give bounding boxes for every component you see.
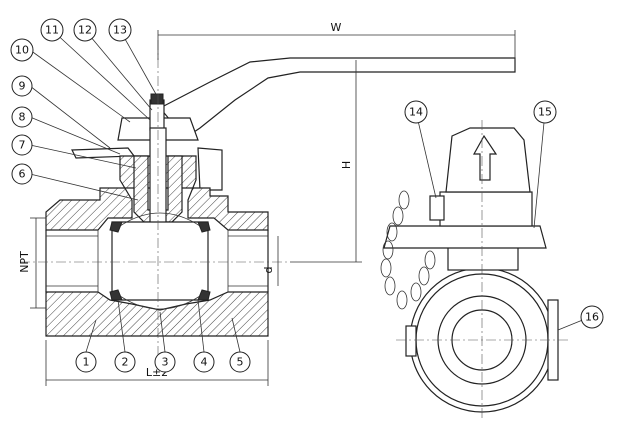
leader-lines (29, 29, 591, 353)
svg-text:7: 7 (19, 139, 26, 152)
svg-text:14: 14 (409, 106, 423, 119)
svg-text:2: 2 (122, 356, 129, 369)
svg-text:16: 16 (585, 311, 599, 324)
seat-upper-right (197, 221, 211, 233)
section-view (20, 40, 516, 370)
dimensions: W H NPT d L±2 (18, 21, 516, 386)
cover-plate (383, 225, 547, 249)
callout-7: 7 (11, 134, 33, 156)
dim-d: d (262, 267, 275, 274)
dim-npt: NPT (18, 251, 31, 273)
seat-lower-left (109, 289, 123, 301)
callout-1: 1 (75, 351, 97, 373)
svg-text:10: 10 (15, 44, 29, 57)
stem-section (133, 155, 183, 223)
dim-h: H (340, 161, 353, 169)
callout-2: 2 (114, 351, 136, 373)
svg-text:12: 12 (78, 24, 92, 37)
chain (380, 190, 436, 310)
svg-text:4: 4 (201, 356, 208, 369)
stem-nut (150, 93, 164, 105)
svg-text:1: 1 (83, 356, 90, 369)
arrow-icon (472, 134, 498, 181)
callout-10: 10 (10, 38, 34, 62)
callout-5: 5 (229, 351, 251, 373)
svg-text:5: 5 (237, 356, 244, 369)
svg-text:3: 3 (162, 356, 169, 369)
seat-lower-right (197, 289, 211, 301)
side-view (380, 120, 570, 420)
callout-14: 14 (404, 100, 428, 124)
callout-9: 9 (11, 75, 33, 97)
seat-upper-left (109, 221, 123, 233)
callout-15: 15 (533, 100, 557, 124)
svg-text:11: 11 (45, 24, 59, 37)
callout-3: 3 (154, 351, 176, 373)
svg-text:13: 13 (113, 24, 127, 37)
svg-text:9: 9 (19, 80, 26, 93)
svg-text:15: 15 (538, 106, 552, 119)
body-upper (45, 155, 269, 231)
callout-11: 11 (40, 18, 64, 42)
callout-16: 16 (580, 305, 604, 329)
svg-text:6: 6 (19, 168, 26, 181)
dim-w: W (331, 21, 342, 34)
callout-12: 12 (73, 18, 97, 42)
callout-4: 4 (193, 351, 215, 373)
ball-bore (111, 221, 209, 301)
handle-lever (159, 57, 516, 139)
callout-8: 8 (11, 106, 33, 128)
callout-6: 6 (11, 163, 33, 185)
lock-tab (197, 147, 223, 191)
gland-box (439, 191, 533, 227)
callout-13: 13 (108, 18, 132, 42)
svg-text:8: 8 (19, 111, 26, 124)
